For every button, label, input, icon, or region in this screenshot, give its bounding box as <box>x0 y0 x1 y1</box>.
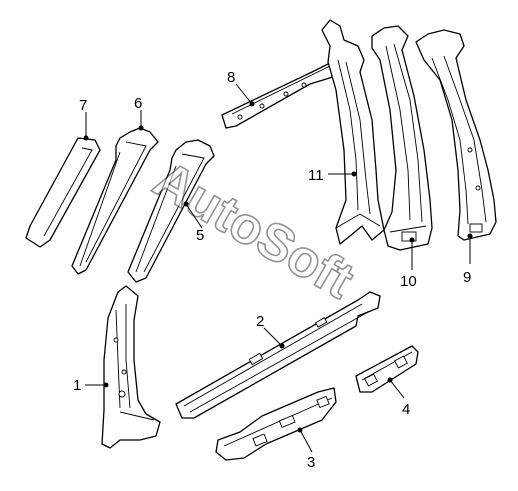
callout-3: 3 <box>307 454 315 471</box>
part-3-bracket[interactable] <box>215 387 337 461</box>
callout-2: 2 <box>256 313 264 330</box>
part-5-inner-pillar[interactable] <box>127 139 215 283</box>
callout-8: 8 <box>227 69 235 86</box>
part-1-front-pillar[interactable] <box>101 285 161 449</box>
part-6-reinforcement[interactable] <box>71 127 159 275</box>
part-7-pillar-trim[interactable] <box>25 137 101 248</box>
callout-4: 4 <box>402 401 410 418</box>
callout-11: 11 <box>308 167 324 184</box>
part-8-roof-rail[interactable] <box>221 57 349 129</box>
callout-1: 1 <box>73 377 81 394</box>
callout-9: 9 <box>463 269 471 286</box>
part-2-sill-rail[interactable] <box>175 291 381 419</box>
callout-7: 7 <box>79 97 87 114</box>
callout-10: 10 <box>400 273 417 290</box>
part-11-pillar[interactable] <box>321 19 385 245</box>
callout-leaders <box>83 83 473 453</box>
part-10-pillar[interactable] <box>371 25 433 251</box>
callout-5: 5 <box>196 227 204 244</box>
part-4-plate[interactable] <box>355 345 419 393</box>
part-9-pillar[interactable] <box>415 29 497 241</box>
callout-6: 6 <box>134 95 142 112</box>
